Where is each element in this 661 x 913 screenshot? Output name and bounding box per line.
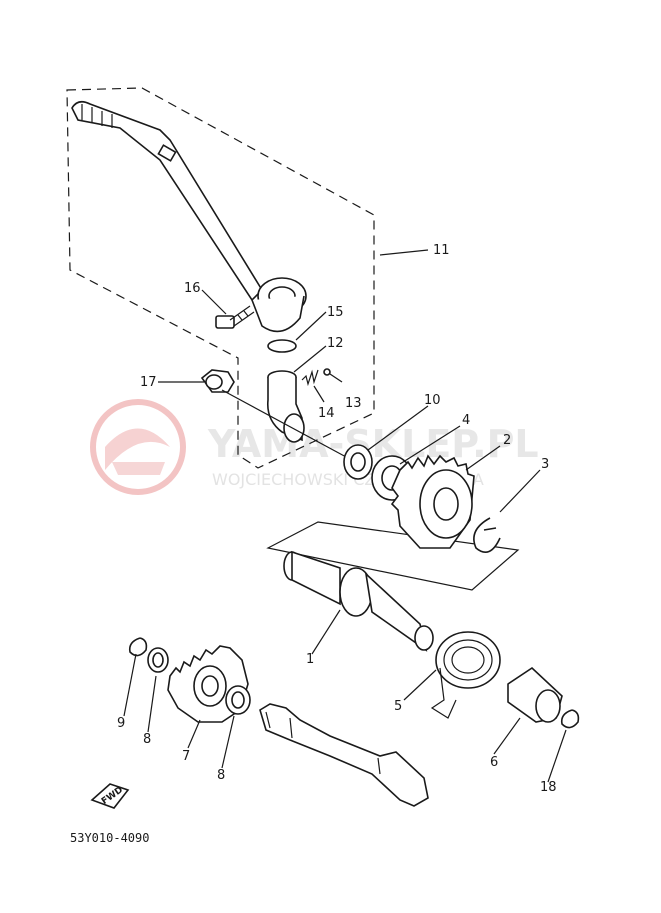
callout-17: 17 (140, 375, 157, 390)
kick-shaft-1 (283, 550, 434, 652)
washer-8-left (147, 647, 169, 673)
collar-6 (507, 666, 563, 723)
washer-10 (343, 444, 373, 480)
gear-2 (390, 454, 475, 549)
callout-14: 14 (318, 406, 335, 421)
callout-10: 10 (424, 393, 441, 408)
callout-15: 15 (327, 305, 344, 320)
diagram-code: 53Y010-4090 (70, 831, 149, 845)
assembly-outline (66, 87, 375, 469)
callout-8-left: 8 (143, 732, 151, 747)
callout-9: 9 (117, 716, 125, 731)
callout-7: 7 (182, 749, 190, 764)
callout-3: 3 (541, 457, 549, 472)
watermark-title: YAMA-SKLEP.PL (207, 422, 539, 466)
leader-lines (123, 249, 567, 783)
callout-6: 6 (490, 755, 498, 770)
kick-boss-12 (266, 370, 305, 443)
callout-1: 1 (306, 652, 314, 667)
clip-3 (473, 517, 501, 554)
callout-4: 4 (462, 413, 470, 428)
bolt-16 (215, 305, 255, 329)
callout-18: 18 (540, 780, 557, 795)
callout-13: 13 (345, 396, 362, 411)
axis-line (221, 389, 349, 459)
callout-5: 5 (394, 699, 402, 714)
washer-8-right (225, 685, 251, 715)
ball-13 (323, 368, 331, 376)
nut-17 (200, 369, 235, 393)
circlip-9 (128, 637, 148, 657)
circlip-18 (560, 709, 580, 729)
kick-lever (71, 100, 307, 333)
idle-shaft (259, 703, 429, 807)
fwd-arrow: FWD (90, 783, 130, 809)
callout-8-right: 8 (217, 768, 225, 783)
callouts: 1 2 3 4 5 6 7 8 8 9 10 11 12 13 14 15 16… (117, 243, 557, 795)
shaft-group-outline (266, 521, 520, 591)
callout-16: 16 (184, 281, 201, 296)
o-ring-15 (267, 339, 297, 353)
callout-12: 12 (327, 336, 344, 351)
torsion-spring-5 (430, 631, 501, 719)
callout-11: 11 (433, 243, 450, 258)
spring-14 (301, 369, 319, 387)
watermark: YAMA-SKLEP.PL WOJCIECHOWSKI CZĘŚCI YAMAH… (90, 399, 539, 495)
callout-2: 2 (503, 433, 511, 448)
